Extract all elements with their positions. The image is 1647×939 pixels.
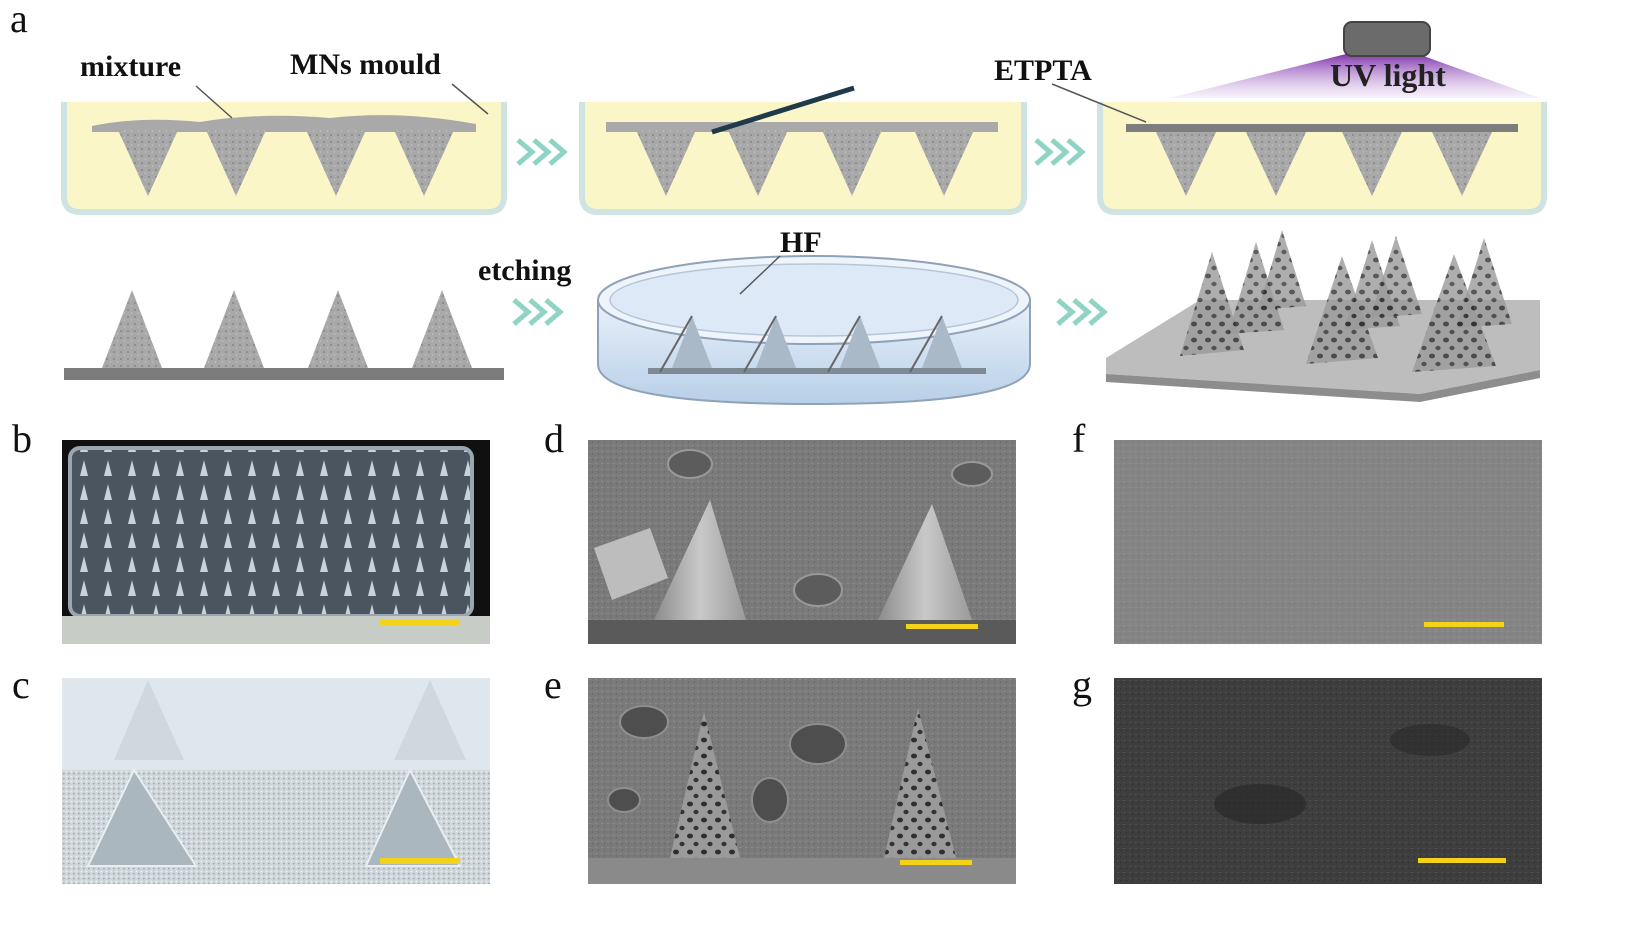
scale-bar [380,620,460,625]
mixture-layer [92,115,476,132]
cavity [394,130,454,196]
cavity [1246,132,1306,196]
demoulded-needles [64,290,504,380]
scraper-blade [711,85,855,135]
cavity [1156,132,1216,196]
leader-line [1051,83,1147,123]
panel-letter-a: a [10,0,28,41]
panel-letter-b: b [12,416,32,461]
panel-letter-d: d [544,416,564,461]
cavity [118,130,178,196]
process-arrow [1056,298,1108,326]
cavity [636,130,696,196]
panel-f: f [1072,416,1542,644]
needle [1180,252,1244,356]
needle [672,316,712,368]
label-etching: etching [478,254,571,287]
needle [840,316,880,368]
uv-lamp [1343,21,1431,57]
leader-line [739,255,781,295]
needle [364,767,462,867]
needle [756,316,796,368]
sem-image-surface [1114,678,1542,884]
scale-bar [906,624,978,629]
porous-mn-patch [1106,230,1540,402]
panel-letter-g: g [1072,662,1092,707]
cavity [914,130,974,196]
panel-c: c [12,662,490,884]
needle [1412,254,1496,372]
needle [1258,230,1306,310]
cavity [1432,132,1492,196]
panel-d: d [544,416,1016,644]
mixture-layer [606,122,998,132]
label-hf: HF [780,226,822,259]
porous-needle [670,712,740,858]
cavity [822,130,882,196]
needle [102,290,162,368]
mould-step-2 [579,85,1027,215]
substrate [648,368,986,374]
process-arrow [516,138,568,166]
panel-b: b [12,416,490,644]
scale-bar [380,858,460,864]
panel-letter-e: e [544,662,562,707]
needle [1370,236,1422,318]
leader-line [195,85,233,119]
cavity [728,130,788,196]
needle [308,290,368,368]
scale-bar [1418,858,1506,863]
process-arrow [1034,138,1086,166]
needle [86,767,198,867]
uv-beam [1170,54,1540,98]
needle-blurred [394,680,466,760]
leader-line [451,83,489,115]
sem-substrate [588,620,1016,644]
substrate [64,368,504,380]
panel-letter-c: c [12,662,30,707]
needle [1228,242,1284,334]
needle [1456,238,1512,328]
process-arrow [512,298,564,326]
label-uv-light: UV light [1330,57,1446,93]
cavity [206,130,266,196]
scale-bar [900,860,972,865]
patch-edge [1106,370,1540,402]
needle [1306,256,1378,364]
porous-needle [884,708,956,858]
needle [878,504,972,620]
scale-bar [1424,622,1504,627]
mn-array-photo [68,446,474,618]
mould-step-1: mixture MNs mould [61,48,507,215]
sem-image-surface [1114,440,1542,644]
panel-g: g [1072,662,1542,884]
panel-a: a mixture MNs mould [10,0,1547,406]
panel-letter-f: f [1072,416,1086,461]
needle [412,290,472,368]
needle [922,316,962,368]
cavity [306,130,366,196]
label-mns-mould: MNs mould [290,48,441,81]
etpta-layer [1126,124,1518,132]
label-etpta: ETPTA [994,54,1092,87]
cavity [1342,132,1402,196]
label-mixture: mixture [80,50,181,83]
needle [654,500,746,620]
debris [594,528,668,600]
hf-bath: HF [597,226,1031,406]
panel-e: e [544,662,1016,884]
hf-surface [609,263,1019,337]
needle [204,290,264,368]
mould-step-3: UV light ETPTA [994,21,1547,215]
needle-blurred [114,680,184,760]
